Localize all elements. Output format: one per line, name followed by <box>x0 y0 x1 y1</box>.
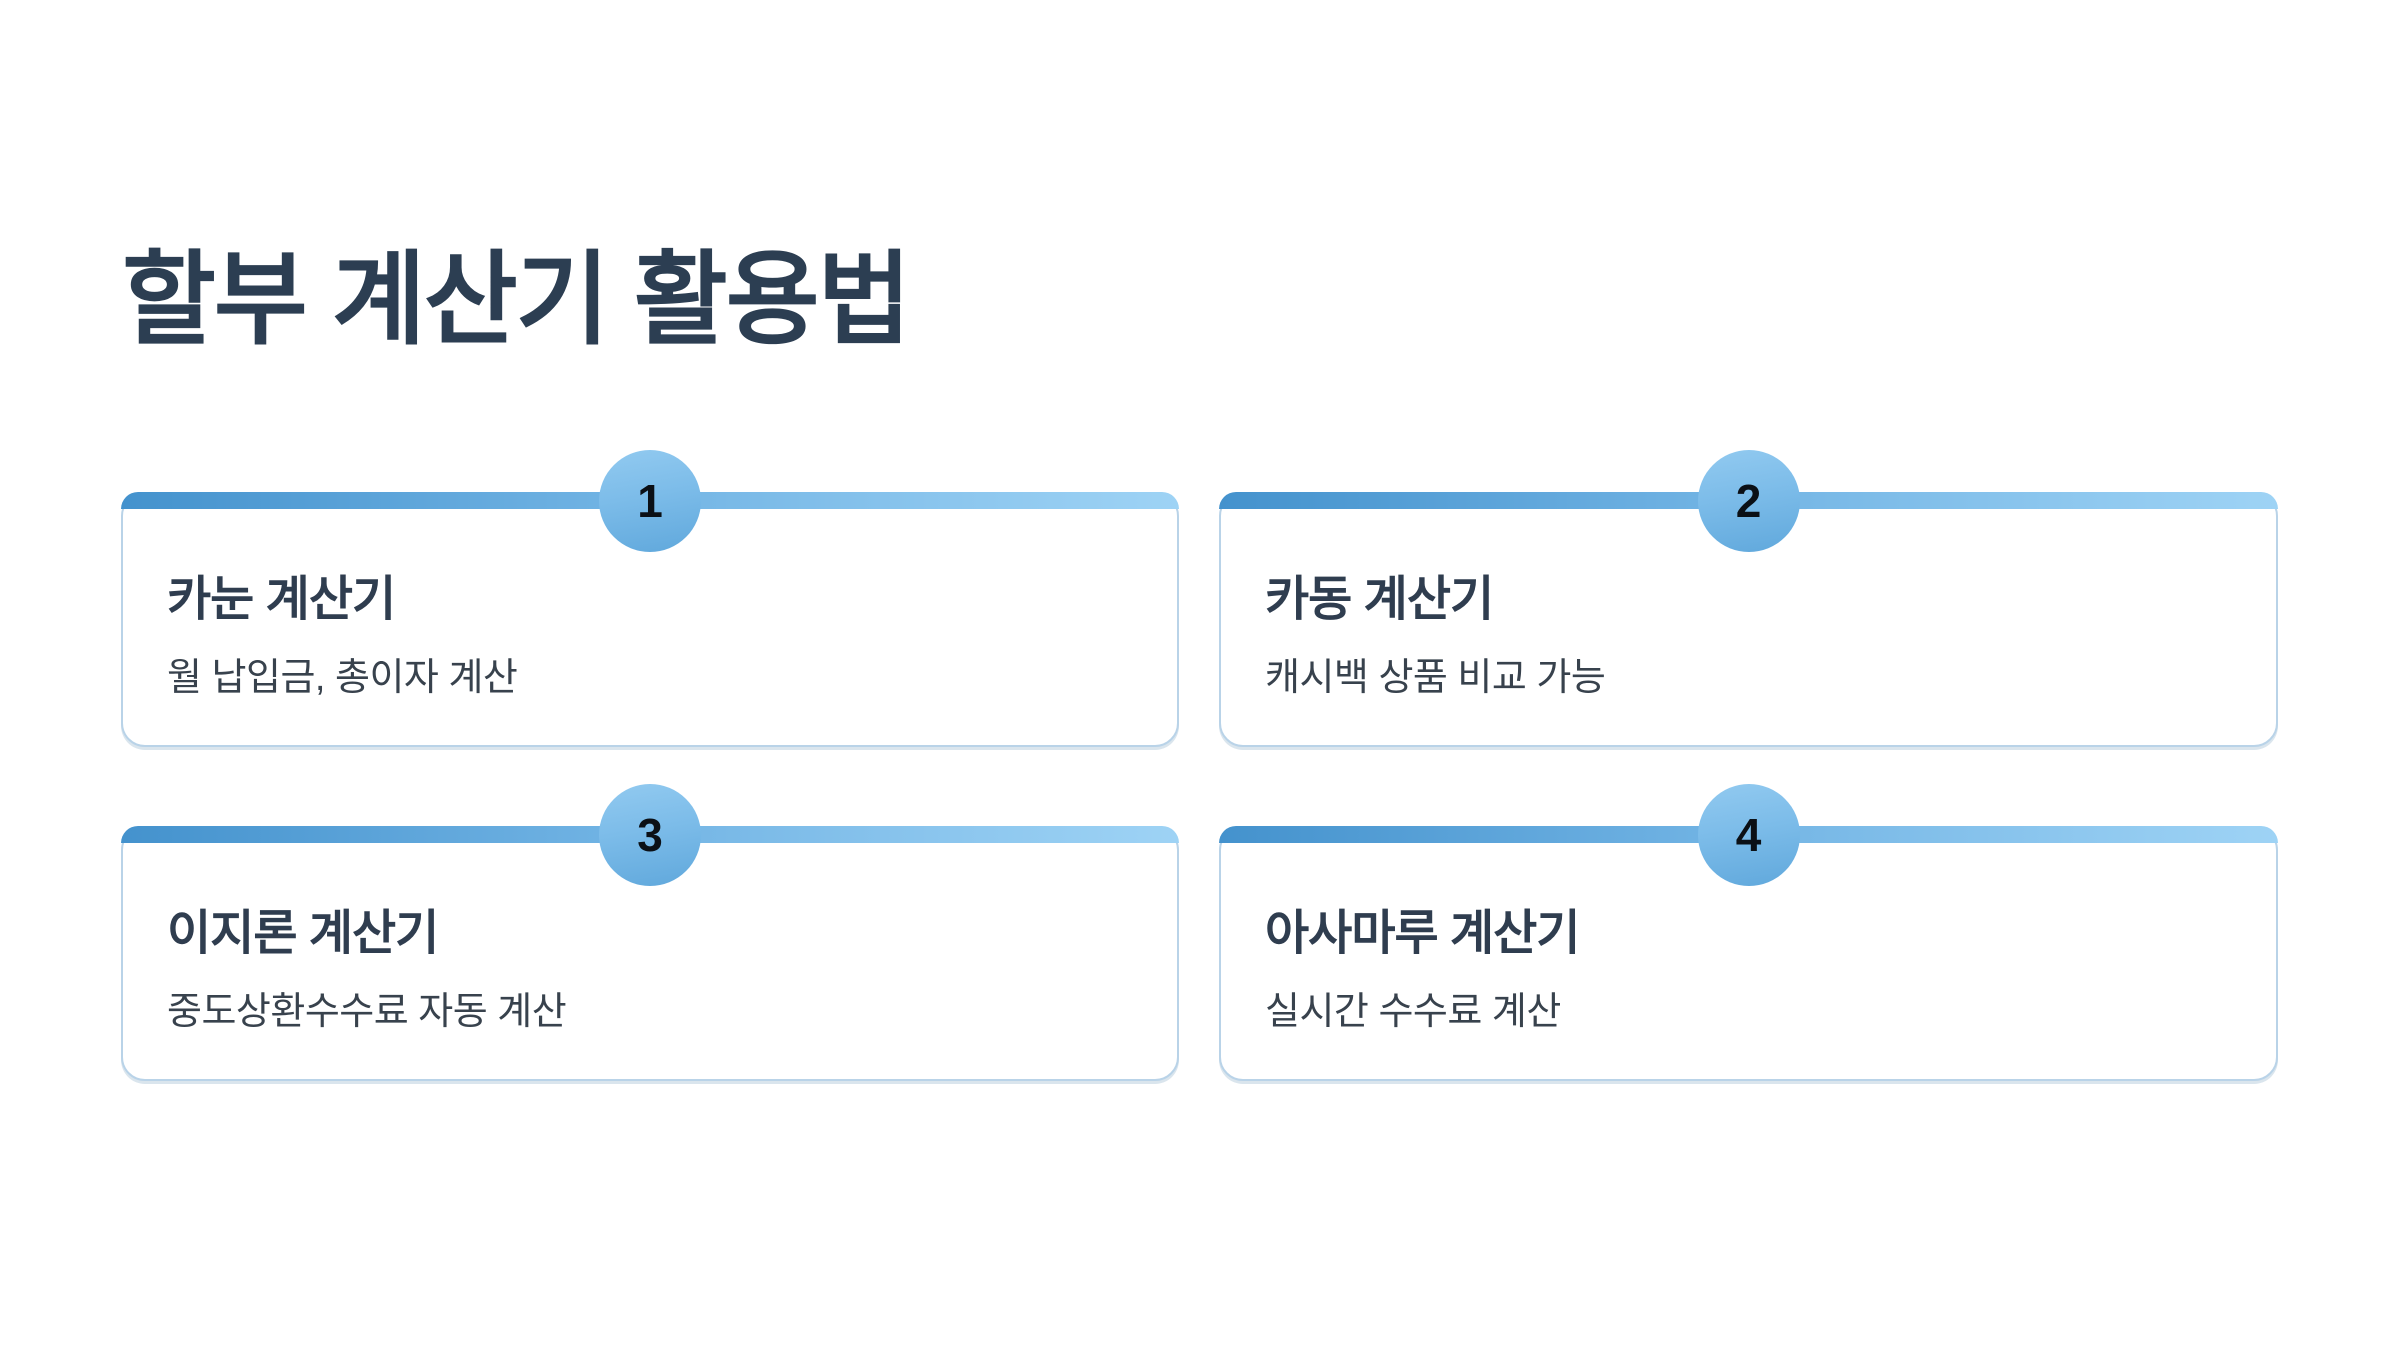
card-description: 중도상환수수료 자동 계산 <box>167 991 567 1033</box>
card-title: 이지론 계산기 <box>167 907 439 960</box>
card-kanun-calculator: 1 카눈 계산기 월 납입금, 총이자 계산 <box>121 450 1179 747</box>
card-title: 아사마루 계산기 <box>1265 907 1580 960</box>
card-kadong-calculator: 2 카동 계산기 캐시백 상품 비교 가능 <box>1219 450 2278 747</box>
card-description: 실시간 수수료 계산 <box>1265 991 1561 1033</box>
card-body: 이지론 계산기 중도상환수수료 자동 계산 <box>123 828 1177 1037</box>
card-grid: 1 카눈 계산기 월 납입금, 총이자 계산 2 카동 계산기 캐시백 상품 비… <box>121 450 2278 1081</box>
page-title: 할부 계산기 활용법 <box>122 243 911 357</box>
step-badge: 2 <box>1697 450 1800 552</box>
card-description: 월 납입금, 총이자 계산 <box>167 657 518 699</box>
card-title: 카눈 계산기 <box>167 573 396 626</box>
card-description: 캐시백 상품 비교 가능 <box>1265 657 1606 699</box>
step-number: 1 <box>637 475 663 527</box>
step-number: 2 <box>1735 475 1762 527</box>
step-number: 3 <box>637 809 663 861</box>
step-badge: 4 <box>1697 784 1800 886</box>
step-number: 4 <box>1735 809 1762 861</box>
card-body: 아사마루 계산기 실시간 수수료 계산 <box>1221 828 2276 1037</box>
card-body: 카눈 계산기 월 납입금, 총이자 계산 <box>123 494 1177 703</box>
card-asamaru-calculator: 4 아사마루 계산기 실시간 수수료 계산 <box>1219 784 2278 1081</box>
card-title: 카동 계산기 <box>1265 573 1494 626</box>
card-easyloan-calculator: 3 이지론 계산기 중도상환수수료 자동 계산 <box>121 784 1179 1081</box>
card-body: 카동 계산기 캐시백 상품 비교 가능 <box>1221 494 2276 703</box>
step-badge: 3 <box>599 784 701 886</box>
step-badge: 1 <box>599 450 701 552</box>
